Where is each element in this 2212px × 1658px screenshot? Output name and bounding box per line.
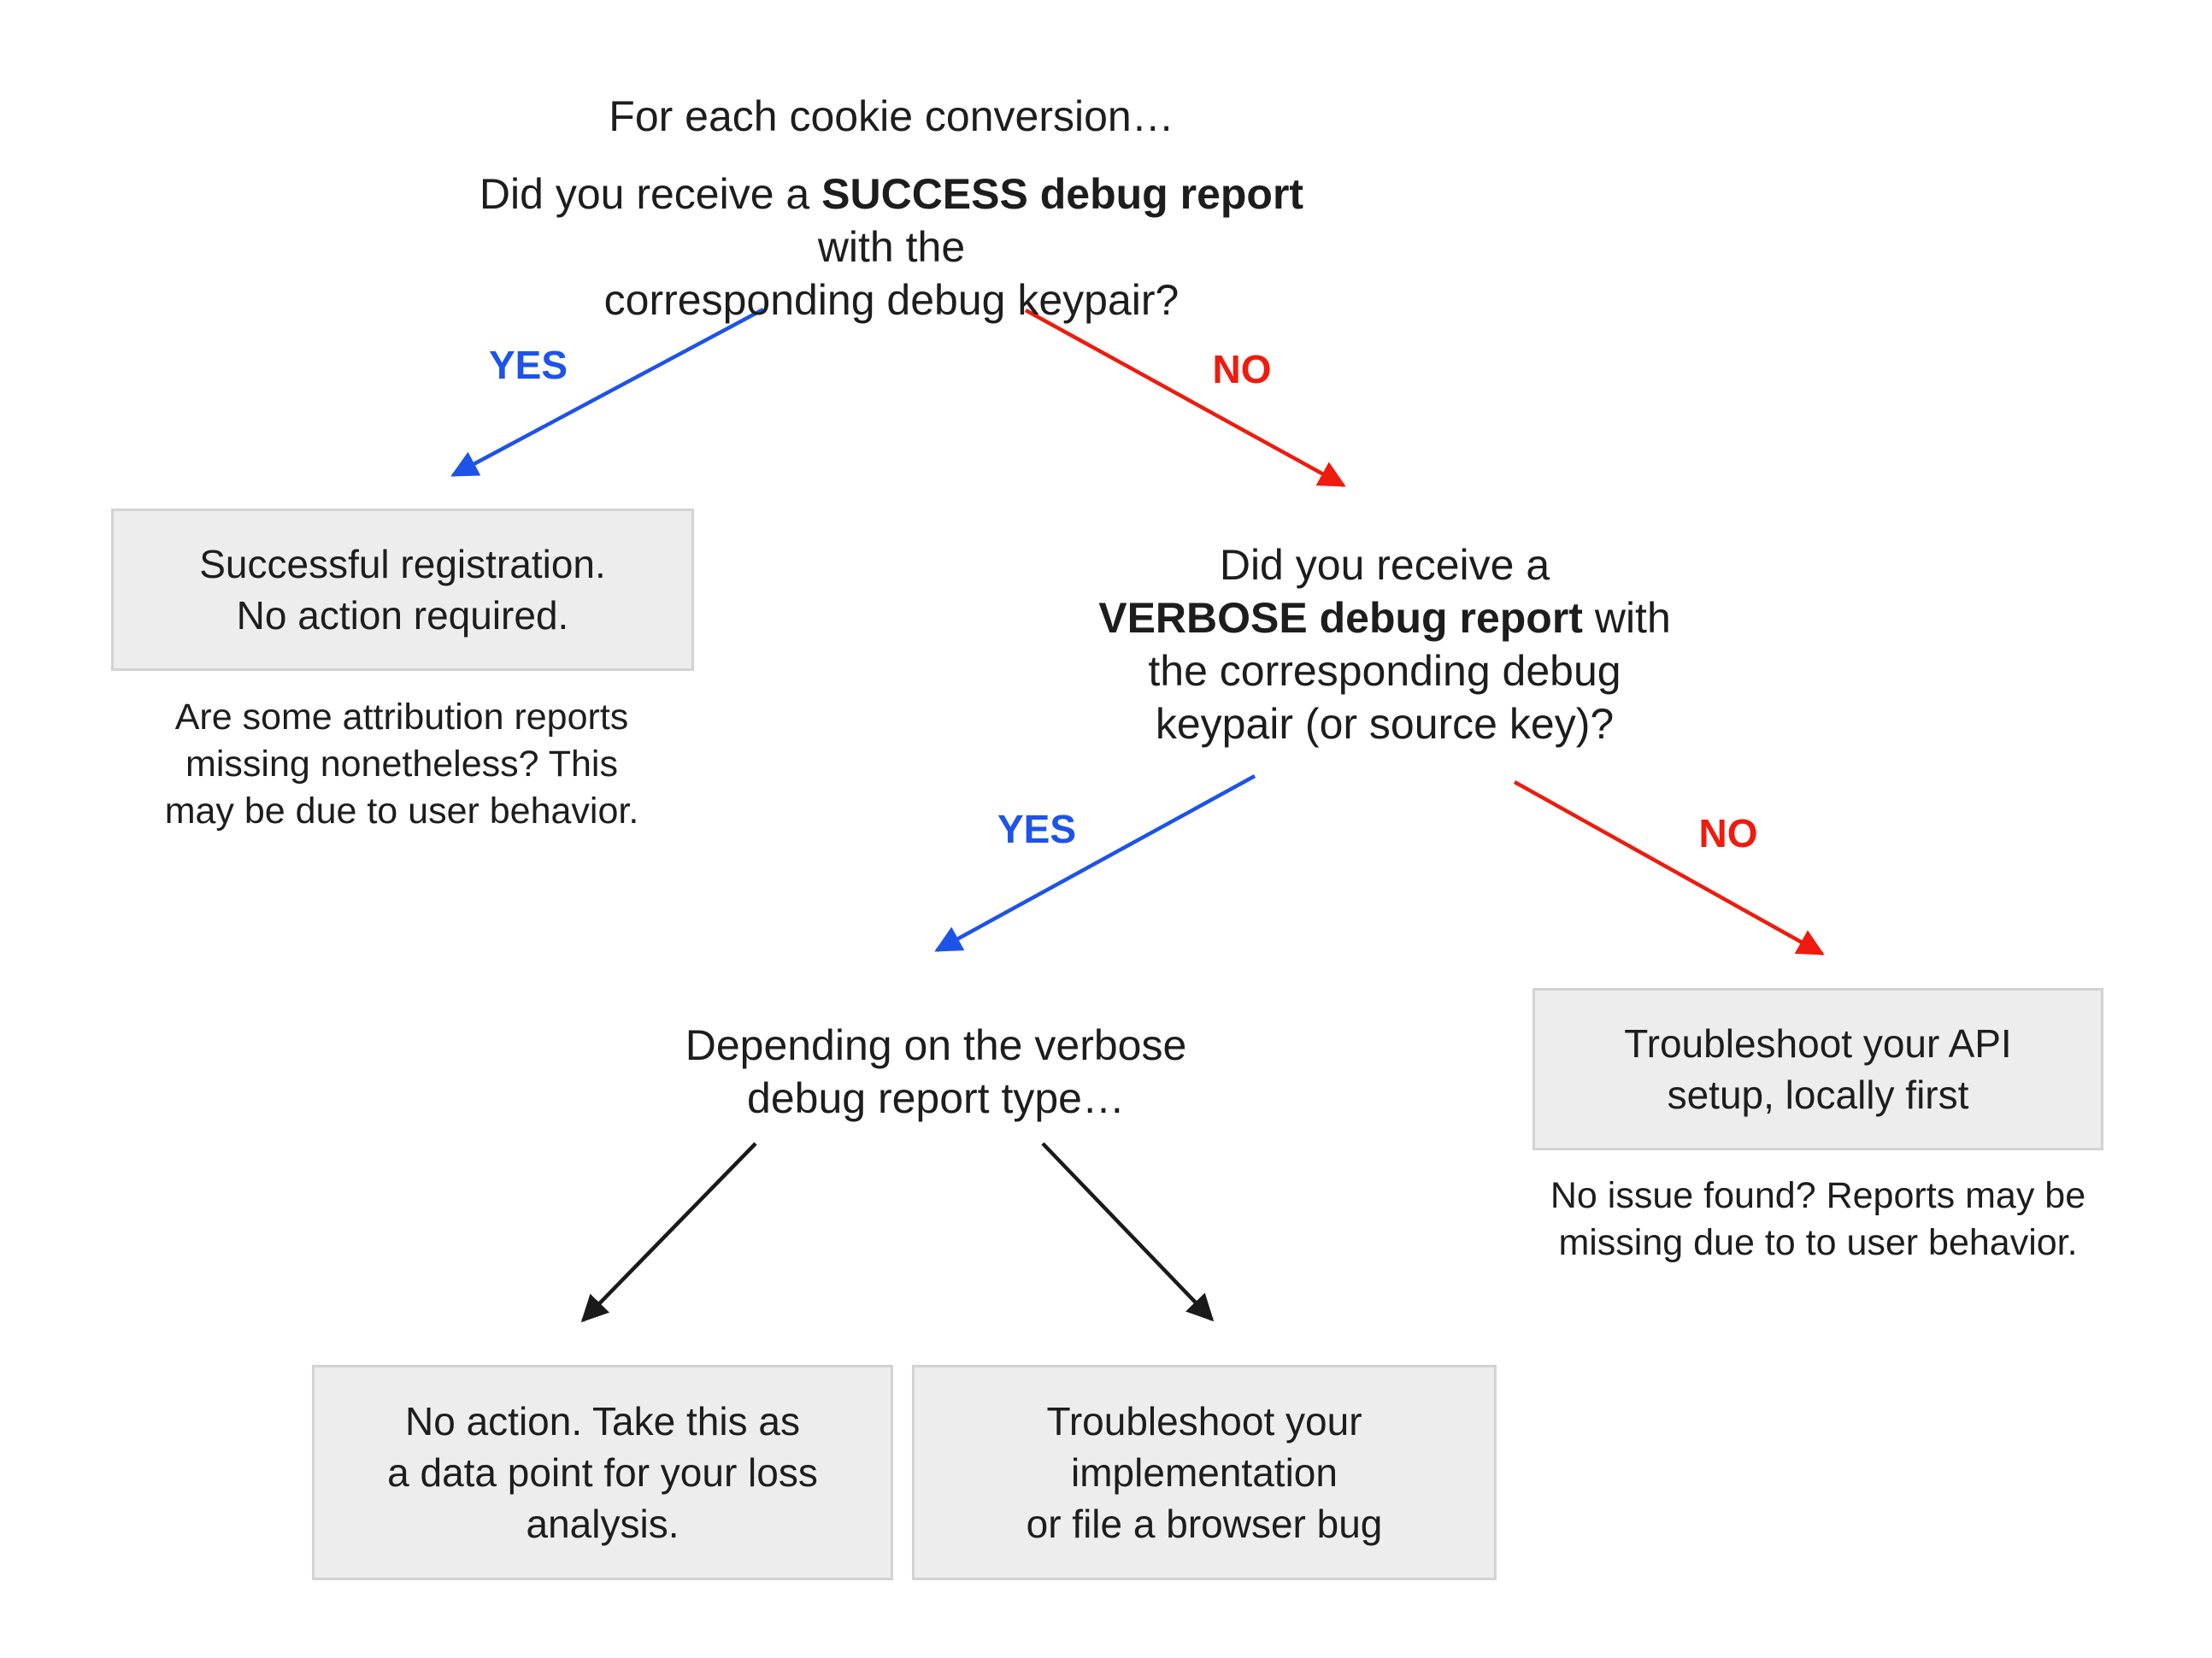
- question-bold-segment: VERBOSE debug report: [1098, 594, 1583, 642]
- node-line: a data point for your loss: [387, 1450, 818, 1495]
- no-arrow-1: [1024, 309, 1346, 487]
- node-text: Successful registration. No action requi…: [199, 538, 606, 641]
- node-no-action-loss-analysis: No action. Take this as a data point for…: [312, 1365, 893, 1580]
- node-line: setup, locally first: [1667, 1073, 1969, 1117]
- branch-arrow-right: [1041, 1142, 1215, 1322]
- question-verbose-report: Did you receive a VERBOSE debug report w…: [1051, 538, 1718, 750]
- question-text-segment: Did you receive a: [479, 170, 822, 218]
- node-troubleshoot-implementation: Troubleshoot your implementation or file…: [912, 1365, 1497, 1580]
- node-line: implementation: [1071, 1450, 1338, 1495]
- yes-arrow-2: [934, 774, 1256, 952]
- yes-label-2: YES: [997, 807, 1077, 851]
- depending-line: Depending on the verbose: [685, 1021, 1187, 1069]
- no-arrow-2: [1513, 780, 1825, 955]
- question-text-segment: with the: [817, 223, 966, 271]
- node-text: Troubleshoot your API setup, locally fir…: [1624, 1018, 2011, 1120]
- diagram-title: For each cookie conversion…: [609, 92, 1174, 140]
- depending-node: Depending on the verbose debug report ty…: [679, 1019, 1192, 1125]
- node-line: Troubleshoot your: [1046, 1399, 1362, 1443]
- note-line: Are some attribution reports: [174, 697, 629, 738]
- yes-arrow-1: [450, 308, 765, 477]
- question-text-segment: corresponding debug keypair?: [603, 276, 1180, 324]
- node-line: No action required.: [236, 593, 569, 638]
- question-text-segment: Did you receive a: [1219, 541, 1550, 589]
- node-troubleshoot-api: Troubleshoot your API setup, locally fir…: [1533, 988, 2103, 1150]
- no-label-2: NO: [1698, 811, 1758, 855]
- node-successful-registration: Successful registration. No action requi…: [111, 509, 694, 671]
- note-line: missing nonetheless? This: [185, 744, 618, 785]
- yes-label-1: YES: [488, 343, 568, 387]
- node-line: analysis.: [526, 1502, 679, 1546]
- node-line: No action. Take this as: [405, 1399, 800, 1443]
- question-bold-segment: SUCCESS debug report: [821, 170, 1304, 218]
- node-line: Successful registration.: [199, 542, 606, 586]
- no-label-1: NO: [1212, 347, 1272, 391]
- depending-line: debug report type…: [747, 1074, 1125, 1122]
- note-missing-reports: Are some attribution reports missing non…: [92, 694, 711, 835]
- question-text-segment: with: [1582, 594, 1671, 642]
- note-line: No issue found? Reports may be: [1550, 1175, 2086, 1216]
- node-line: or file a browser bug: [1026, 1502, 1383, 1546]
- question-success-report: Did you receive a SUCCESS debug report w…: [456, 168, 1327, 326]
- note-line: may be due to user behavior.: [164, 791, 639, 832]
- question-text-segment: keypair (or source key)?: [1155, 700, 1615, 748]
- question-text-segment: the corresponding debug: [1148, 647, 1621, 695]
- node-text: Troubleshoot your implementation or file…: [1027, 1396, 1383, 1549]
- node-text: No action. Take this as a data point for…: [387, 1396, 818, 1549]
- note-no-issue-found: No issue found? Reports may be missing d…: [1500, 1173, 2136, 1267]
- node-line: Troubleshoot your API: [1624, 1021, 2012, 1066]
- branch-arrow-left: [580, 1142, 757, 1323]
- note-line: missing due to to user behavior.: [1558, 1222, 2078, 1263]
